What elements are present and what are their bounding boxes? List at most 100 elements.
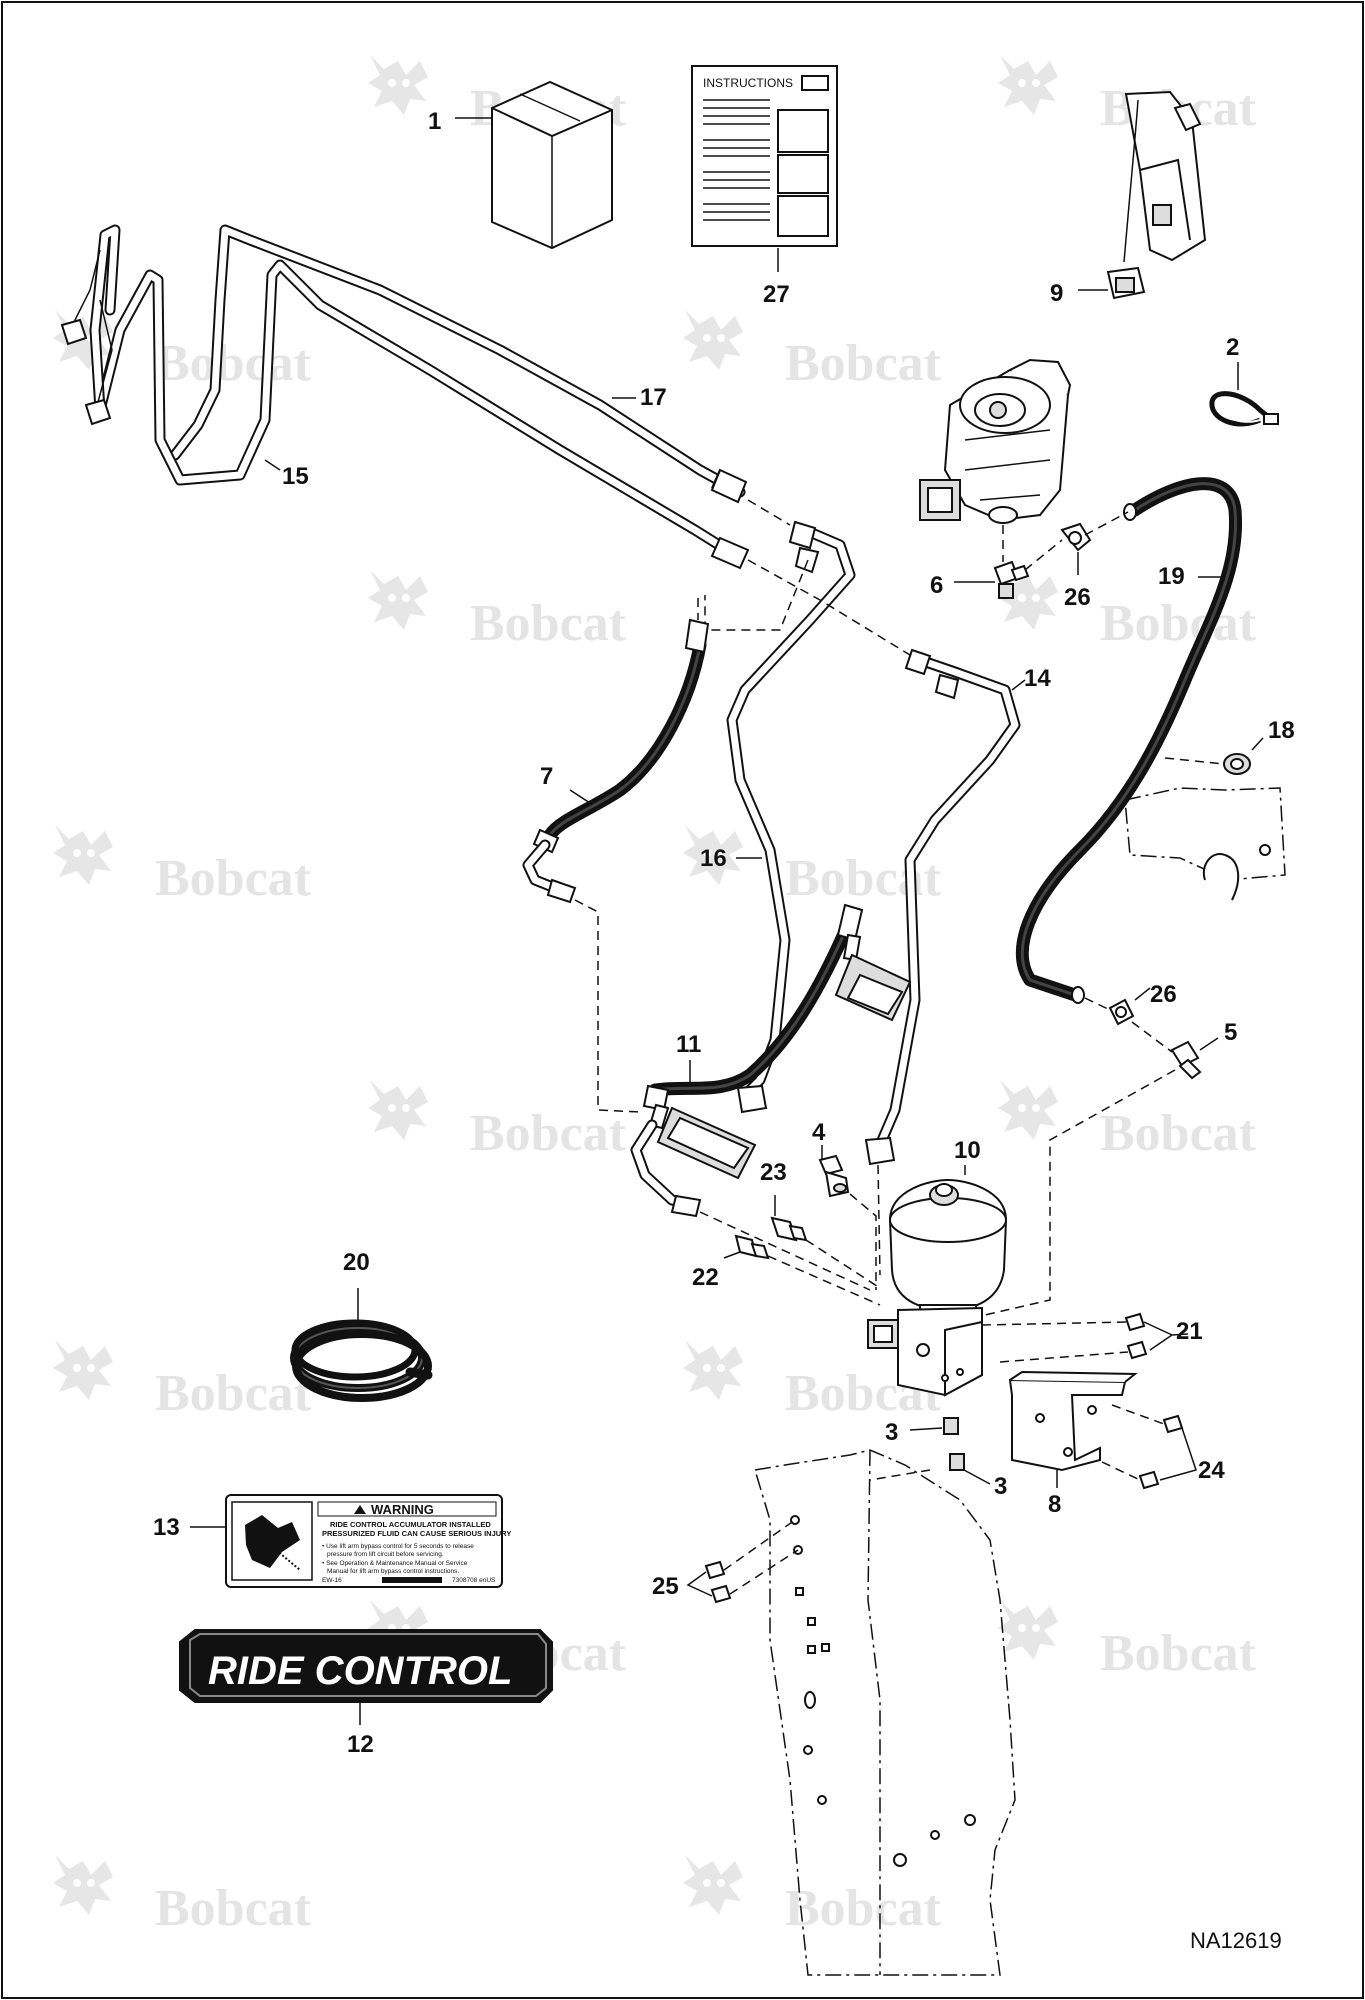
callout-7: 7 xyxy=(540,763,553,790)
instructions-title: INSTRUCTIONS xyxy=(703,76,793,90)
dash-11-accumulator xyxy=(699,1211,871,1291)
leader-15 xyxy=(264,459,281,471)
leader-14 xyxy=(1011,679,1026,691)
part-26-clamp-lower xyxy=(1108,998,1135,1026)
callout-24: 24 xyxy=(1198,1457,1225,1484)
callout-11: 11 xyxy=(676,1031,701,1058)
part-3-clip-lower xyxy=(949,1453,965,1471)
part-1-box xyxy=(491,80,613,250)
dash-18 xyxy=(1164,757,1225,765)
warning-bullet-2a: • See Operation & Maintenance Manual or … xyxy=(322,1560,468,1567)
ride-control-text: RIDE CONTROL xyxy=(208,1649,512,1693)
figure-id: NA12619 xyxy=(1190,1928,1282,1953)
leader-26b xyxy=(1134,987,1151,1001)
callout-8: 8 xyxy=(1048,1491,1061,1518)
warning-bullet-1b: pressure from lift circuit before servic… xyxy=(327,1551,444,1558)
hose-bracket-plate[interactable] xyxy=(1124,787,1286,901)
part-10-accumulator xyxy=(867,1178,1008,1397)
dash-24b xyxy=(1101,1461,1141,1481)
part-21-bolts xyxy=(1124,1312,1148,1360)
svg-text:Bobcat: Bobcat xyxy=(1100,595,1257,652)
part-7-hose xyxy=(522,618,710,904)
part-12-ride-control-decal: RIDE CONTROL xyxy=(179,1629,553,1703)
svg-text:Bobcat: Bobcat xyxy=(155,335,312,392)
callout-12: 12 xyxy=(347,1731,374,1758)
leader-18 xyxy=(1251,737,1264,751)
part-24-bolts xyxy=(1138,1414,1184,1490)
dash-26-5 xyxy=(1131,1021,1173,1053)
part-20-coiled-hose xyxy=(290,1319,433,1402)
leader-21 xyxy=(1143,1321,1189,1351)
part-2-clamp xyxy=(1209,391,1279,427)
leader-3b xyxy=(963,1469,991,1485)
svg-text:Bobcat: Bobcat xyxy=(470,1105,627,1162)
callout-10: 10 xyxy=(954,1137,981,1164)
callout-15: 15 xyxy=(282,463,309,490)
callout-26a: 26 xyxy=(1064,584,1091,611)
dash-6-26 xyxy=(1024,539,1063,571)
leader-7 xyxy=(569,789,591,804)
dash-25a xyxy=(723,1519,796,1571)
svg-text:Bobcat: Bobcat xyxy=(1100,1625,1257,1682)
callout-27: 27 xyxy=(763,281,790,308)
leader-25 xyxy=(686,1571,713,1597)
svg-text:Bobcat: Bobcat xyxy=(155,1365,312,1422)
callout-21: 21 xyxy=(1176,1318,1203,1345)
dash-21b xyxy=(999,1351,1129,1363)
leader-5 xyxy=(1199,1037,1219,1051)
callout-1: 1 xyxy=(428,108,441,135)
part-25-nuts xyxy=(704,1560,732,1604)
part-19-hose xyxy=(1015,477,1243,1004)
part-13-warning-decal: WARNING RIDE CONTROL ACCUMULATOR INSTALL… xyxy=(225,1494,511,1588)
gear-pump xyxy=(919,358,1072,524)
loader-frame-plate xyxy=(754,1449,1016,1976)
part-26-clamp-upper xyxy=(1060,522,1092,552)
warning-code-right: 7308708 enUS xyxy=(452,1577,496,1584)
callout-18: 18 xyxy=(1268,717,1295,744)
warning-bullet-2b: Manual for lift arm bypass control instr… xyxy=(327,1568,459,1575)
dash-tee-7 xyxy=(704,559,809,631)
part-5-elbow-fitting xyxy=(1170,1040,1202,1080)
part-4-fitting xyxy=(818,1154,850,1198)
dash-22-block xyxy=(767,1255,881,1306)
leader-22 xyxy=(723,1251,741,1259)
svg-text:Bobcat: Bobcat xyxy=(155,850,312,907)
dash-15-14 xyxy=(747,559,911,656)
svg-text:Bobcat: Bobcat xyxy=(785,850,942,907)
leader-3a xyxy=(909,1427,943,1431)
callout-17: 17 xyxy=(640,384,667,411)
callout-6: 6 xyxy=(930,572,943,599)
dash-21a xyxy=(981,1321,1127,1326)
callout-14: 14 xyxy=(1024,665,1051,692)
part-17-steel-tube xyxy=(169,224,748,504)
part-9-harness-bracket xyxy=(1106,90,1207,300)
callout-2: 2 xyxy=(1226,334,1239,361)
part-27-instructions-sheet: INSTRUCTIONS xyxy=(691,65,838,247)
callout-9: 9 xyxy=(1050,280,1063,307)
callout-19: 19 xyxy=(1158,563,1185,590)
part-22-fitting xyxy=(734,1234,770,1260)
callout-25: 25 xyxy=(652,1573,679,1600)
dash-17-tee xyxy=(747,499,791,526)
warning-heading-2: PRESSURIZED FLUID CAN CAUSE SERIOUS INJU… xyxy=(322,1529,511,1538)
leader-24 xyxy=(1159,1427,1197,1481)
part-18-grommet xyxy=(1223,753,1251,775)
svg-text:Bobcat: Bobcat xyxy=(470,595,627,652)
svg-text:Bobcat: Bobcat xyxy=(785,335,942,392)
callout-26b: 26 xyxy=(1150,981,1177,1008)
part-14-tee-tube xyxy=(864,648,1021,1166)
dash-4-block xyxy=(849,1193,877,1290)
dash-24a xyxy=(1111,1404,1165,1425)
dash-14-11 xyxy=(877,1164,881,1276)
part-15-steel-tube xyxy=(60,224,750,570)
warning-title: WARNING xyxy=(371,1502,434,1517)
callout-22: 22 xyxy=(692,1264,719,1291)
callout-3b: 3 xyxy=(994,1473,1007,1500)
part-3-clip-upper xyxy=(943,1417,959,1435)
callout-20: 20 xyxy=(343,1249,370,1276)
dash-25b xyxy=(729,1549,799,1595)
svg-text:Bobcat: Bobcat xyxy=(1100,1105,1257,1162)
callout-13: 13 xyxy=(153,1514,180,1541)
part-6-fitting xyxy=(993,525,1030,599)
